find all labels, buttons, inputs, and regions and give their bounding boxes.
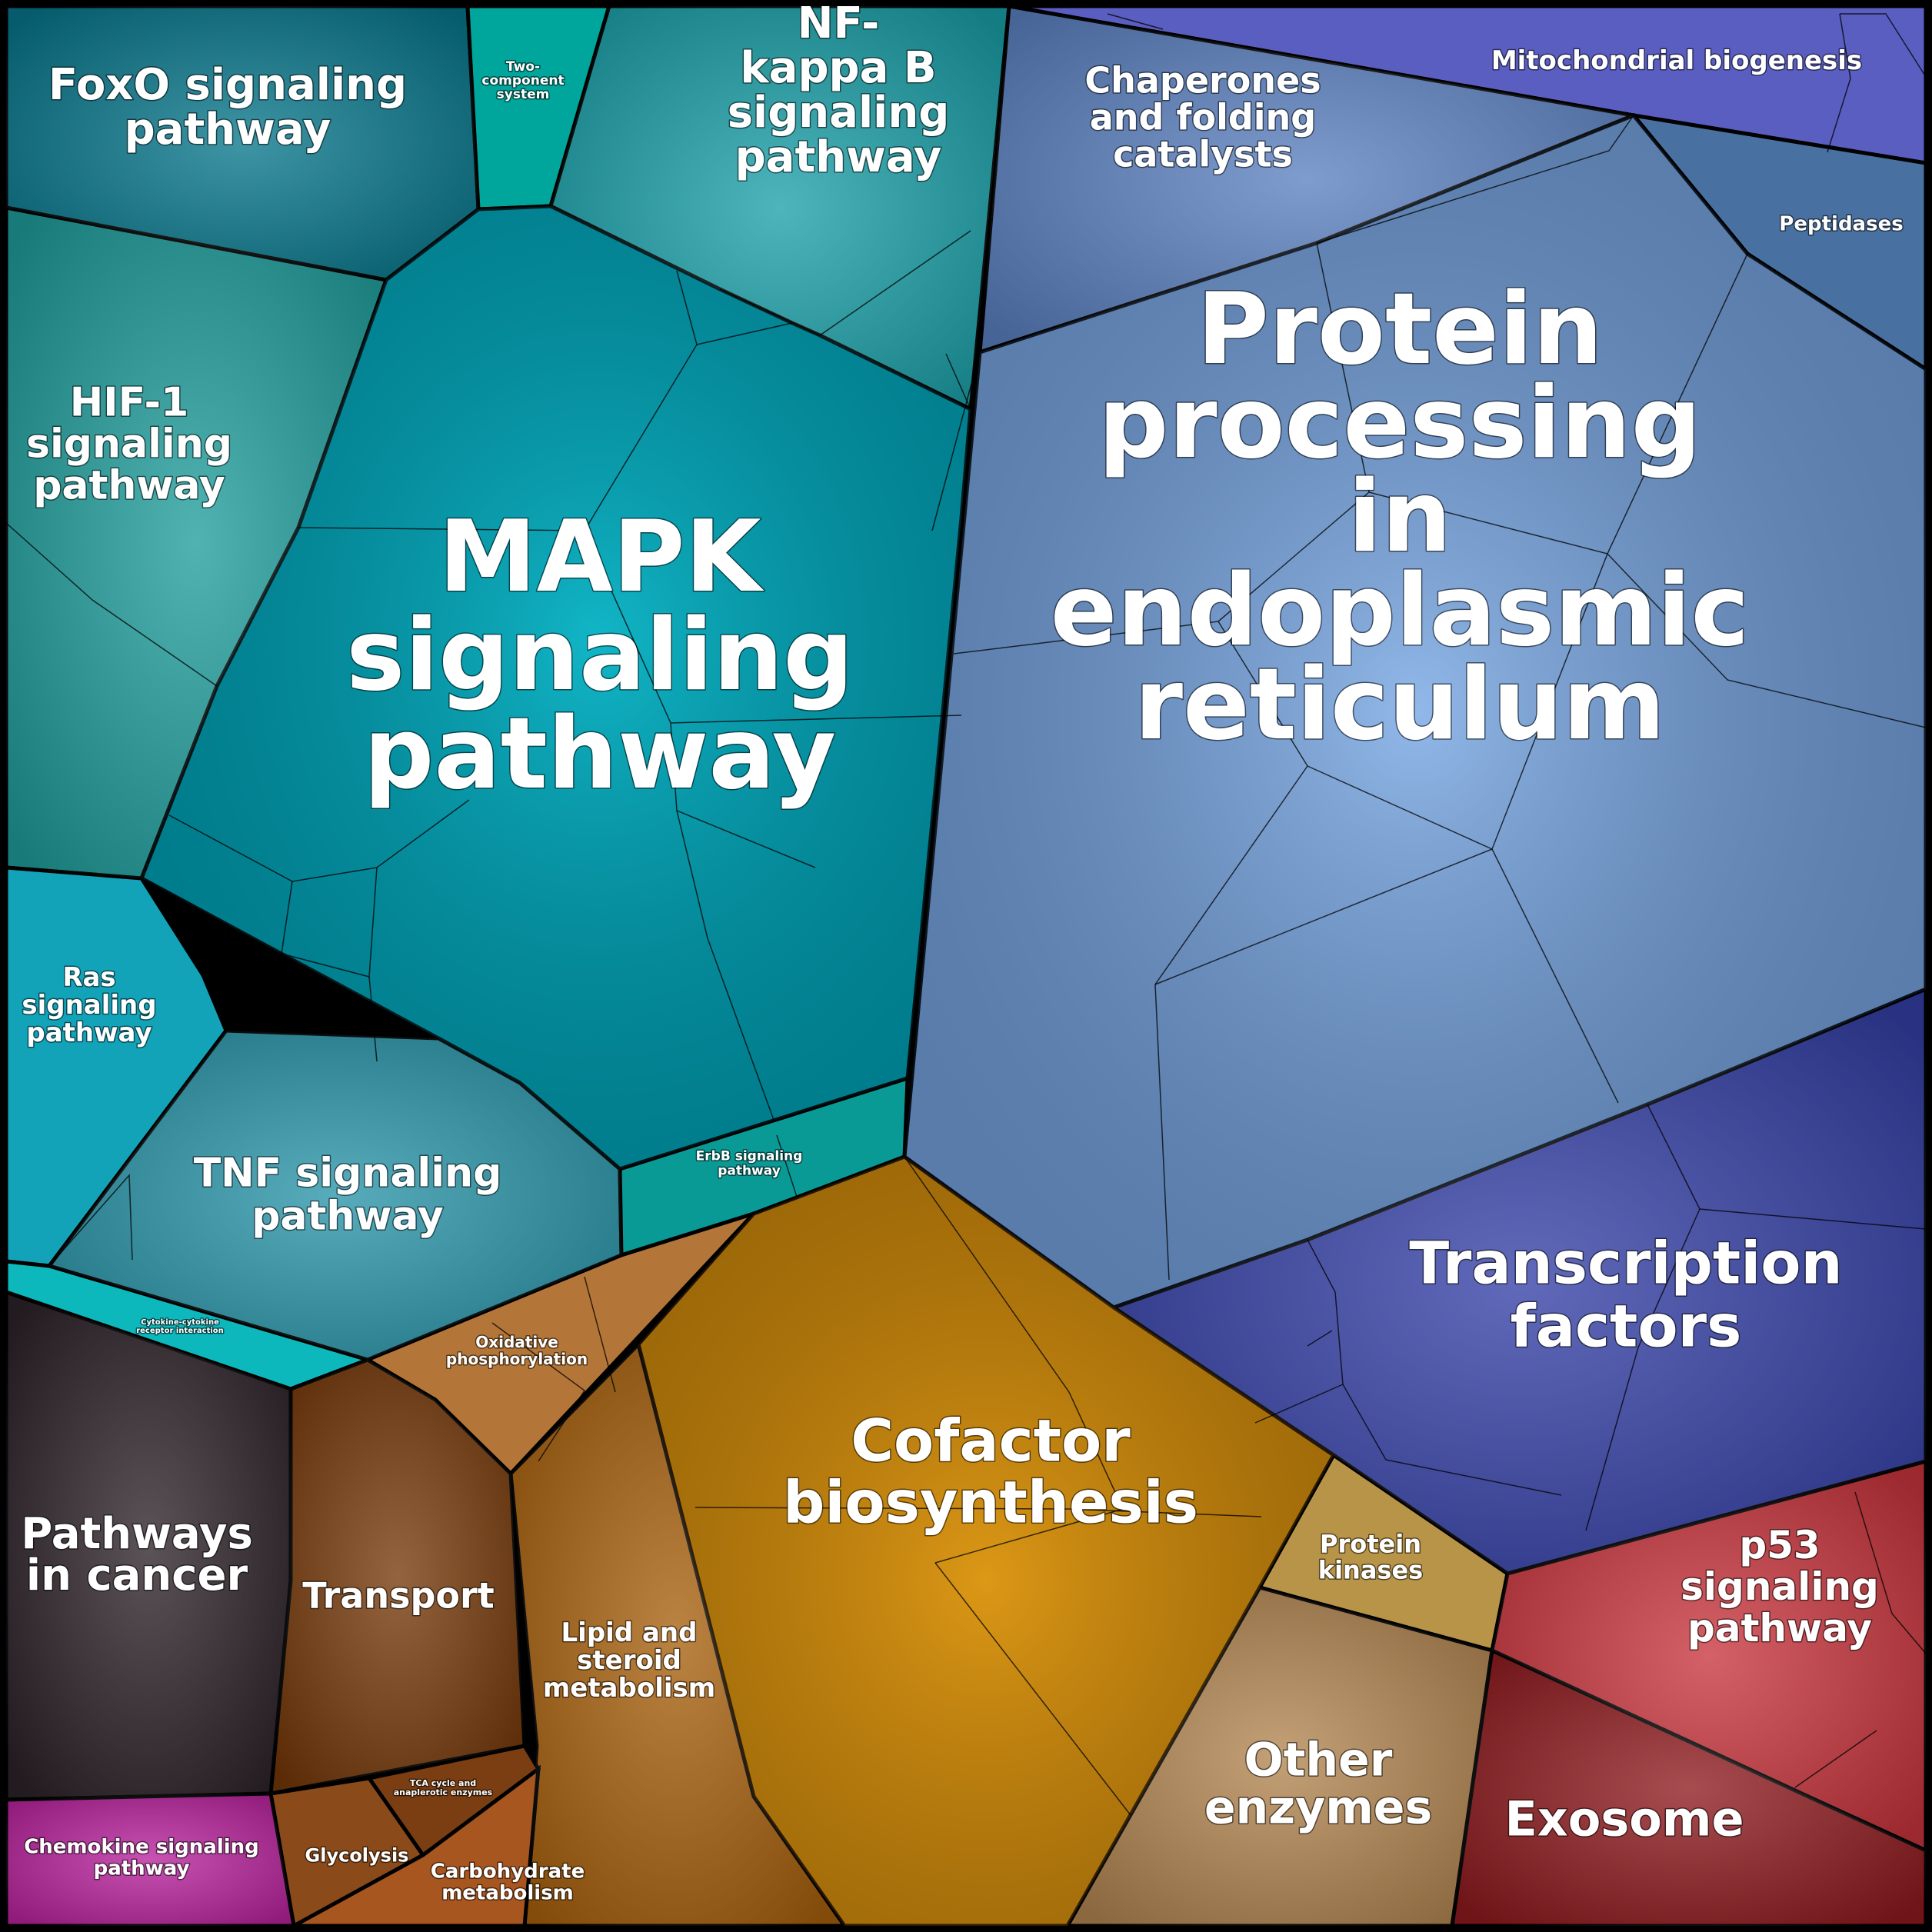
label-line: Protein <box>1320 1530 1421 1559</box>
label-line: Cytokine-cytokine <box>141 1318 219 1327</box>
label-line: pathway <box>125 105 331 155</box>
label-line: Chaperones <box>1084 60 1321 102</box>
label-line: and folding <box>1090 97 1317 138</box>
label-line: Exosome <box>1504 1790 1744 1847</box>
region-carbohydrate[interactable] <box>292 1764 541 1928</box>
label-line: pathway <box>33 463 225 509</box>
label-line: Chemokine signaling <box>24 1835 259 1858</box>
label-line: kinases <box>1318 1556 1423 1585</box>
label-line: Pathways <box>21 1509 253 1559</box>
label-line: component <box>481 73 564 88</box>
label-line: Glycolysis <box>305 1845 409 1867</box>
label-line: pathway <box>251 1194 444 1240</box>
label-line: phosphorylation <box>446 1350 588 1368</box>
label-line: FoxO signaling <box>48 60 407 110</box>
label-line: Mitochondrial biogenesis <box>1491 45 1862 76</box>
label-line: p53 <box>1739 1523 1820 1567</box>
label-line: pathway <box>26 1018 152 1048</box>
label-line: in <box>1348 460 1452 575</box>
label-line: receptor interaction <box>136 1327 224 1335</box>
label-line: Oxidative <box>475 1333 558 1351</box>
label-line: TCA cycle and <box>410 1778 476 1788</box>
label-line: pathway <box>735 132 942 182</box>
label-line: biosynthesis <box>783 1467 1198 1536</box>
label-line: Cofactor <box>851 1406 1131 1474</box>
label-line: Lipid and <box>561 1617 698 1648</box>
label-line: system <box>497 87 550 102</box>
label-exosome: Exosome <box>1504 1790 1744 1847</box>
label-line: HIF-1 <box>70 380 189 426</box>
label-line: signaling <box>26 421 232 468</box>
label-line: Ras <box>62 962 115 993</box>
label-line: signaling <box>22 990 156 1021</box>
label-peptidases: Peptidases <box>1779 212 1903 235</box>
label-mito: Mitochondrial biogenesis <box>1491 45 1862 76</box>
label-line: Transcription <box>1409 1228 1842 1297</box>
label-line: catalysts <box>1113 134 1293 175</box>
label-line: ErbB signaling <box>696 1149 803 1164</box>
label-line: metabolism <box>543 1673 715 1704</box>
label-line: signaling <box>728 88 950 138</box>
label-line: pathway <box>1687 1606 1872 1651</box>
label-line: TNF signaling <box>194 1151 502 1197</box>
label-line: processing <box>1098 366 1701 481</box>
label-line: Protein <box>1197 272 1603 387</box>
label-line: kappa B <box>740 43 936 93</box>
label-line: pathway <box>718 1164 781 1179</box>
label-line: Peptidases <box>1779 212 1903 235</box>
label-line: NF- <box>798 0 880 48</box>
label-line: pathway <box>364 697 836 811</box>
label-line: factors <box>1511 1291 1742 1360</box>
label-line: Carbohydrate <box>431 1860 585 1883</box>
label-transport: Transport <box>302 1575 494 1617</box>
label-line: pathway <box>94 1857 190 1880</box>
label-line: signaling <box>346 598 854 713</box>
label-line: metabolism <box>441 1881 574 1904</box>
label-line: Other <box>1244 1734 1393 1787</box>
label-line: reticulum <box>1134 648 1665 762</box>
label-line: in cancer <box>26 1551 248 1601</box>
label-line: signaling <box>1681 1564 1879 1609</box>
label-line: enzymes <box>1204 1781 1432 1835</box>
label-line: Transport <box>302 1575 494 1617</box>
group-disease <box>4 1289 296 1928</box>
label-line: steroid <box>577 1645 681 1676</box>
label-line: Two- <box>506 59 540 75</box>
label-line: endoplasmic <box>1051 554 1750 668</box>
label-line: MAPK <box>438 500 764 615</box>
label-line: anaplerotic enzymes <box>394 1787 493 1797</box>
label-glycolysis: Glycolysis <box>305 1845 409 1867</box>
